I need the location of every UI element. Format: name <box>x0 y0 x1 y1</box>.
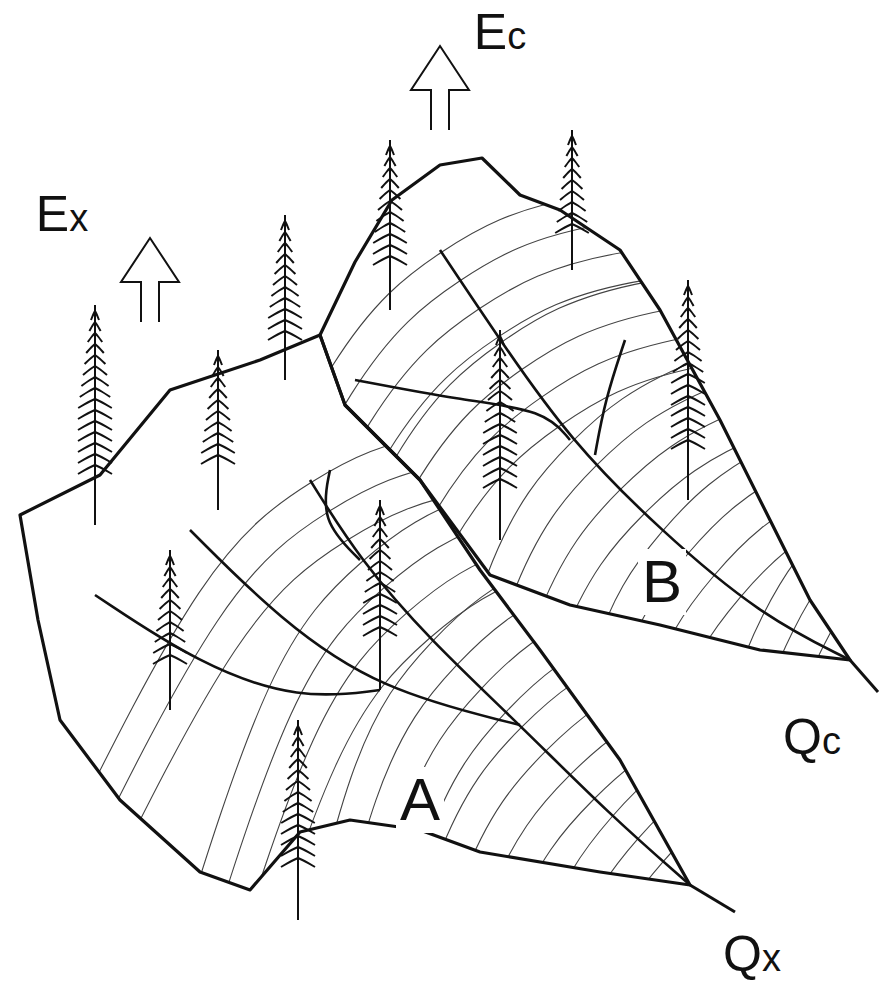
evaporation-label: Ex <box>33 186 91 244</box>
stream-line <box>95 595 380 695</box>
catchment-area: B <box>295 140 875 680</box>
evaporation-arrow <box>411 46 469 130</box>
conifer-tree <box>363 500 397 690</box>
catchment-outline <box>10 150 710 910</box>
catchment-letter: A <box>396 767 444 833</box>
stream-line <box>190 530 520 725</box>
stream-line <box>310 480 690 885</box>
stream-line <box>326 470 360 560</box>
evaporation-arrow <box>121 238 179 322</box>
outlet-line <box>850 660 878 692</box>
conifer-tree <box>671 280 705 500</box>
discharge-label: Qc <box>780 709 844 767</box>
outlet-line <box>690 885 735 912</box>
catchment-letter: B <box>638 549 686 615</box>
conifer-tree <box>281 720 315 920</box>
catchment-outline <box>295 140 875 680</box>
conifer-tree <box>153 550 187 710</box>
stream-line <box>355 380 570 440</box>
contour-lines <box>54 418 880 1001</box>
stream-line <box>595 340 625 455</box>
conifer-tree <box>483 330 517 540</box>
conifer-tree <box>555 130 589 270</box>
evaporation-label: Ec <box>471 4 529 62</box>
discharge-label: Qx <box>720 926 784 984</box>
contour-lines <box>195 174 880 1001</box>
catchment-area: A <box>10 150 710 910</box>
conifer-tree <box>78 305 112 525</box>
